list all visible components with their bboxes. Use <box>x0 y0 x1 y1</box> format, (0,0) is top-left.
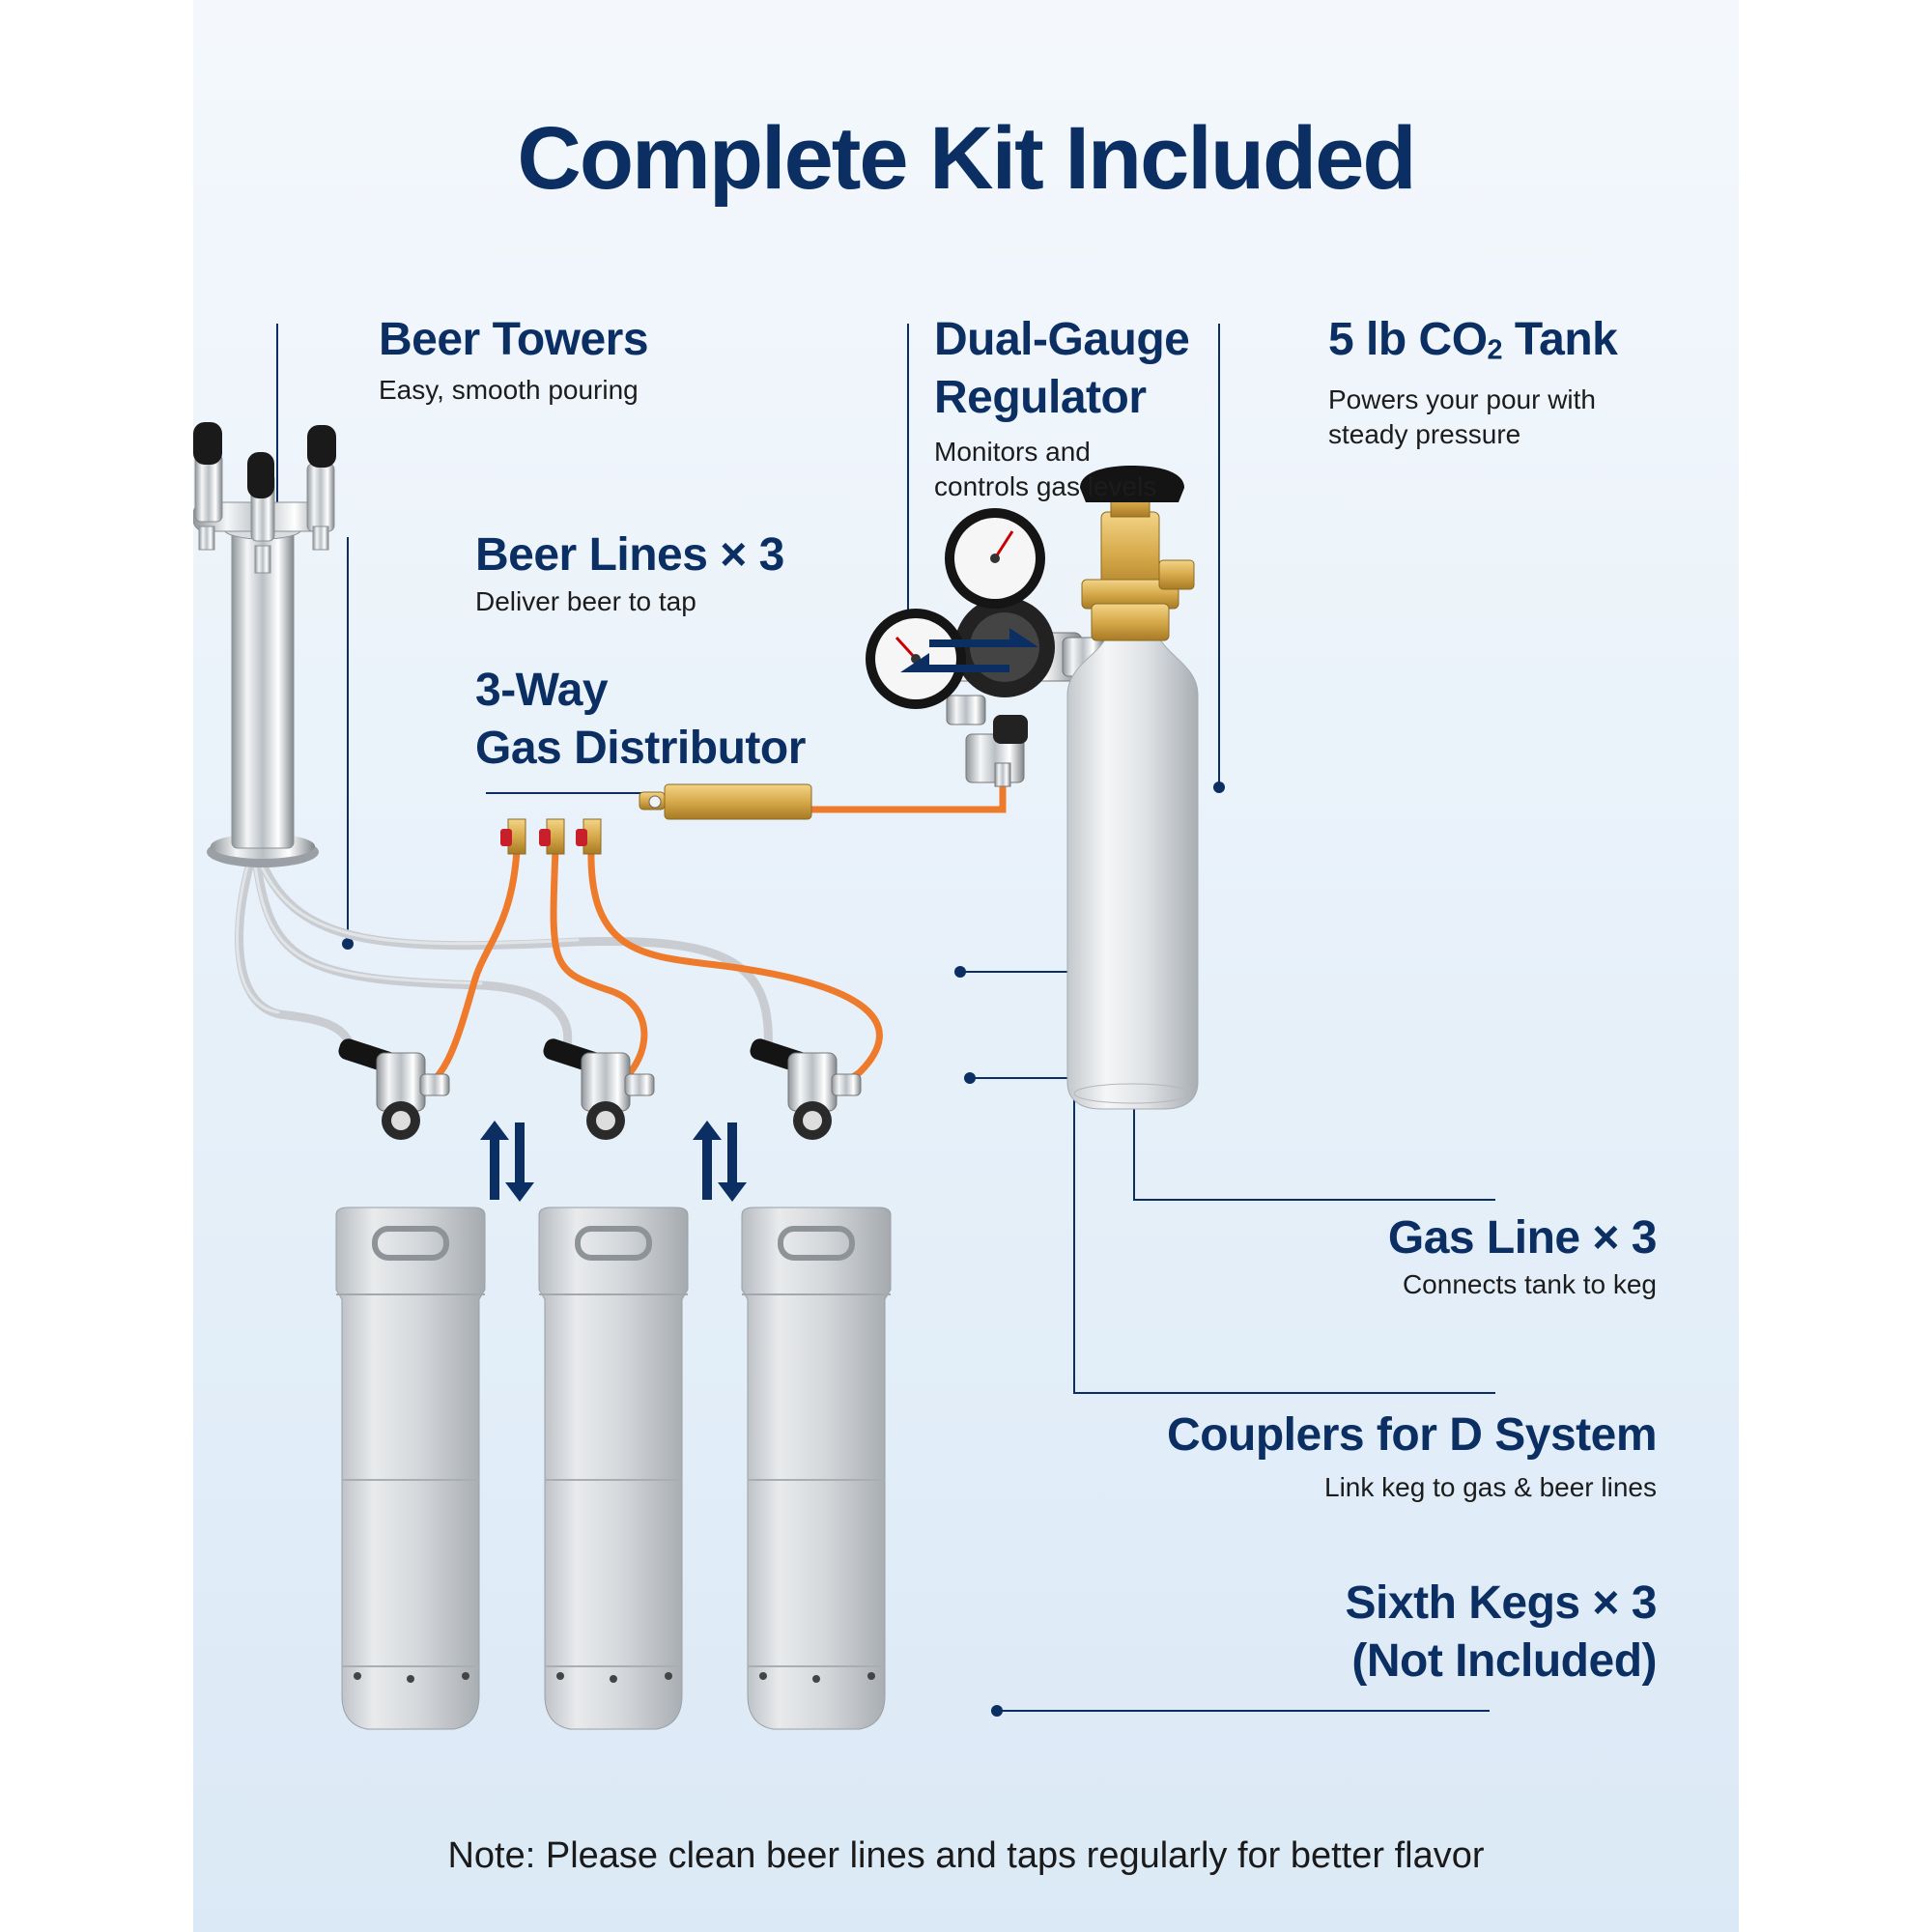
couplers-heading: Couplers for D System <box>1167 1409 1657 1461</box>
co2-tank-sub-1: Powers your pour with <box>1328 384 1597 415</box>
tap-handle-1 <box>193 422 222 465</box>
up-down-arrow-1 <box>480 1121 534 1202</box>
beer-hoses <box>235 855 773 1058</box>
co2-tank-heading: 5 lb CO2 Tank <box>1328 314 1618 366</box>
gas-line-sub: Connects tank to keg <box>1402 1269 1657 1299</box>
gas-hose-main <box>808 775 1007 813</box>
label-gas-line: Gas Line × 3 Connects tank to keg <box>1387 1209 1658 1302</box>
gas-distributor <box>500 783 812 855</box>
maintenance-note: Note: Please clean beer lines and taps r… <box>447 1835 1485 1876</box>
beer-lines-sub: Deliver beer to tap <box>475 586 696 616</box>
label-kegs: Sixth Kegs × 3 (Not Included) <box>1345 1575 1658 1690</box>
beer-hose-2 <box>252 860 573 1058</box>
co2-tank <box>1066 466 1199 1110</box>
beer-towers-sub: Easy, smooth pouring <box>379 375 639 405</box>
kegs <box>335 1207 892 1730</box>
coupler-keg-arrows <box>480 1121 747 1202</box>
coupler-2 <box>543 1038 655 1140</box>
label-co2-tank: 5 lb CO2 Tank Powers your pour with stea… <box>1328 311 1618 452</box>
keg-3 <box>741 1207 892 1730</box>
gas-hose-1 <box>407 846 521 1100</box>
regulator-heading-2: Regulator <box>934 372 1147 423</box>
label-beer-lines: Beer Lines × 3 Deliver beer to tap <box>475 526 784 619</box>
beer-towers-heading: Beer Towers <box>379 314 649 365</box>
up-down-arrow-2 <box>693 1121 747 1202</box>
label-couplers: Couplers for D System Link keg to gas & … <box>1167 1406 1657 1505</box>
distributor-heading-2: Gas Distributor <box>475 723 806 774</box>
label-regulator: Dual-Gauge Regulator Monitors and contro… <box>934 311 1190 504</box>
tap-handle-2 <box>247 452 274 498</box>
beer-lines-heading: Beer Lines × 3 <box>475 529 784 581</box>
beer-tower <box>193 422 336 867</box>
infographic-panel: Complete Kit Included <box>193 0 1739 1932</box>
label-beer-towers: Beer Towers Easy, smooth pouring <box>379 311 649 408</box>
gas-hoses <box>407 775 1007 1100</box>
coupler-3 <box>750 1038 862 1140</box>
gas-line-leader <box>960 971 1495 1201</box>
keg-2 <box>538 1207 689 1730</box>
keg-1 <box>335 1207 486 1730</box>
gas-hose-2 <box>550 846 648 1100</box>
kit-diagram <box>193 324 1495 1730</box>
regulator-heading-1: Dual-Gauge <box>934 314 1190 365</box>
tap-handle-3 <box>307 425 336 468</box>
couplers-sub: Link keg to gas & beer lines <box>1324 1472 1657 1502</box>
kegs-heading-1: Sixth Kegs × 3 <box>1345 1577 1658 1629</box>
couplers <box>338 1038 862 1140</box>
label-distributor: 3-Way Gas Distributor <box>475 662 806 778</box>
kegs-heading-2: (Not Included) <box>1351 1635 1657 1687</box>
coupler-1 <box>338 1038 450 1140</box>
regulator-sub-1: Monitors and <box>934 437 1091 467</box>
gas-line-heading: Gas Line × 3 <box>1387 1212 1658 1264</box>
co2-tank-sub-2: steady pressure <box>1328 419 1521 450</box>
page-title: Complete Kit Included <box>517 109 1416 208</box>
couplers-leader <box>970 1077 1495 1394</box>
distributor-heading-1: 3-Way <box>475 665 609 716</box>
exchange-arrows-tank <box>900 628 1038 672</box>
regulator-sub-2: controls gas levels <box>934 471 1157 501</box>
